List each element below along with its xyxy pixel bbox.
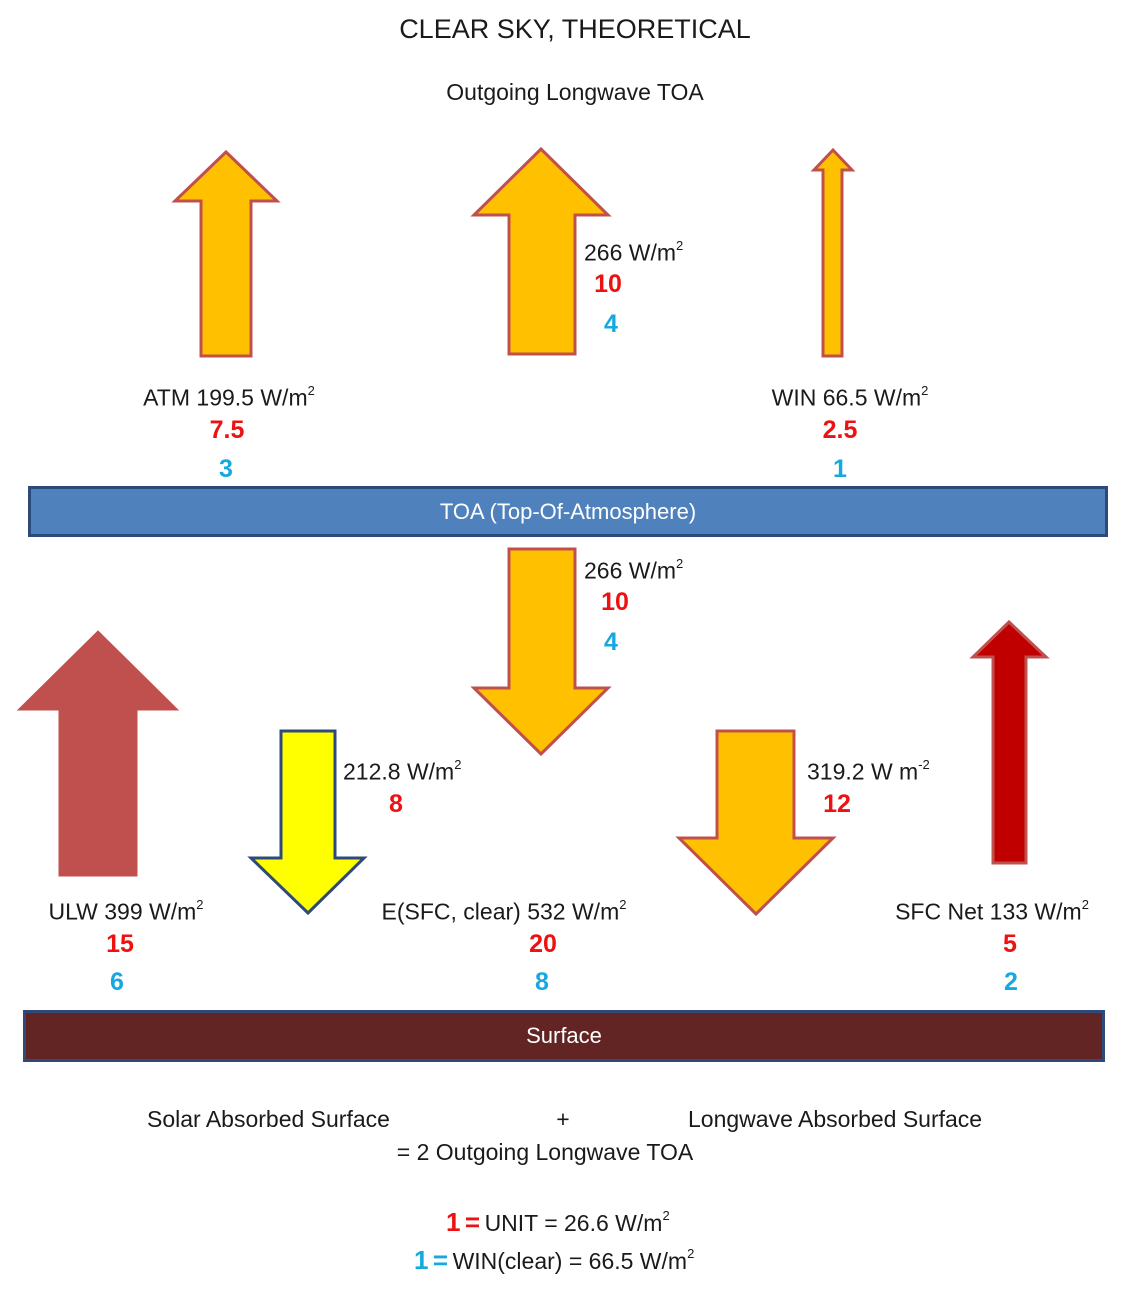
sfc-net-red-units: 5: [1003, 930, 1017, 958]
esfc-flux-label: E(SFC, clear) 532 W/m2: [381, 897, 627, 925]
outgoing-flux-label: 266 W/m2: [584, 238, 684, 266]
longwave-down-flux-label: 319.2 W m-2: [807, 757, 930, 785]
toa-bar: TOA (Top-Of-Atmosphere): [28, 486, 1108, 537]
outgoing-red-units: 10: [594, 270, 622, 298]
sfc-net-up-arrow: [969, 619, 1050, 865]
atm-red-units: 7.5: [209, 416, 245, 444]
surface-bar: Surface: [23, 1010, 1105, 1062]
legend-red-unit: 1 = UNIT = 26.6 W/m2: [446, 1207, 670, 1238]
ulw-red-units: 15: [106, 930, 134, 958]
ulw-flux-label: ULW 399 W/m2: [48, 897, 204, 925]
ulw-blue-units: 6: [110, 968, 124, 996]
legend-blue-equals: =: [432, 1245, 449, 1275]
win-red-units: 2.5: [822, 416, 858, 444]
solar-down-red-units: 8: [389, 790, 403, 818]
toa-down-flux-label: 266 W/m2: [584, 556, 684, 584]
ulw-up-arrow: [16, 630, 180, 877]
longwave-down-red-units: 12: [823, 790, 851, 818]
atm-flux-label: ATM 199.5 W/m2: [143, 383, 315, 411]
legend-red-number: 1: [446, 1207, 461, 1237]
outgoing-up-arrow: [470, 146, 612, 356]
win-up-arrow: [810, 147, 856, 358]
legend-red-text: UNIT = 26.6 W/m2: [484, 1208, 670, 1236]
esfc-blue-units: 8: [535, 968, 549, 996]
win-blue-units: 1: [833, 455, 847, 483]
esfc-red-units: 20: [529, 930, 557, 958]
toa-down-red-units: 10: [601, 588, 629, 616]
outgoing-longwave-heading: Outgoing Longwave TOA: [446, 79, 704, 105]
equation-longwave-absorbed: Longwave Absorbed Surface: [688, 1106, 983, 1132]
equation-plus: +: [556, 1106, 570, 1132]
atm-up-arrow: [171, 149, 281, 358]
solar-down-flux-label: 212.8 W/m2: [343, 757, 462, 785]
equation-result: = 2 Outgoing Longwave TOA: [396, 1139, 694, 1165]
atm-blue-units: 3: [219, 455, 233, 483]
toa-down-arrow: [470, 547, 612, 757]
legend-blue-number: 1: [414, 1245, 429, 1275]
outgoing-blue-units: 4: [604, 310, 618, 338]
legend-blue-unit: 1 = WIN(clear) = 66.5 W/m2: [414, 1245, 694, 1276]
longwave-down-arrow: [675, 729, 837, 917]
win-flux-label: WIN 66.5 W/m2: [771, 383, 929, 411]
legend-red-equals: =: [464, 1207, 481, 1237]
diagram-title: CLEAR SKY, THEORETICAL: [399, 14, 751, 44]
solar-down-arrow: [247, 729, 368, 916]
legend-blue-text: WIN(clear) = 66.5 W/m2: [452, 1246, 695, 1274]
toa-down-blue-units: 4: [604, 628, 618, 656]
sfc-net-blue-units: 2: [1004, 968, 1018, 996]
sfc-net-flux-label: SFC Net 133 W/m2: [895, 897, 1089, 925]
equation-solar-absorbed: Solar Absorbed Surface: [147, 1106, 390, 1132]
